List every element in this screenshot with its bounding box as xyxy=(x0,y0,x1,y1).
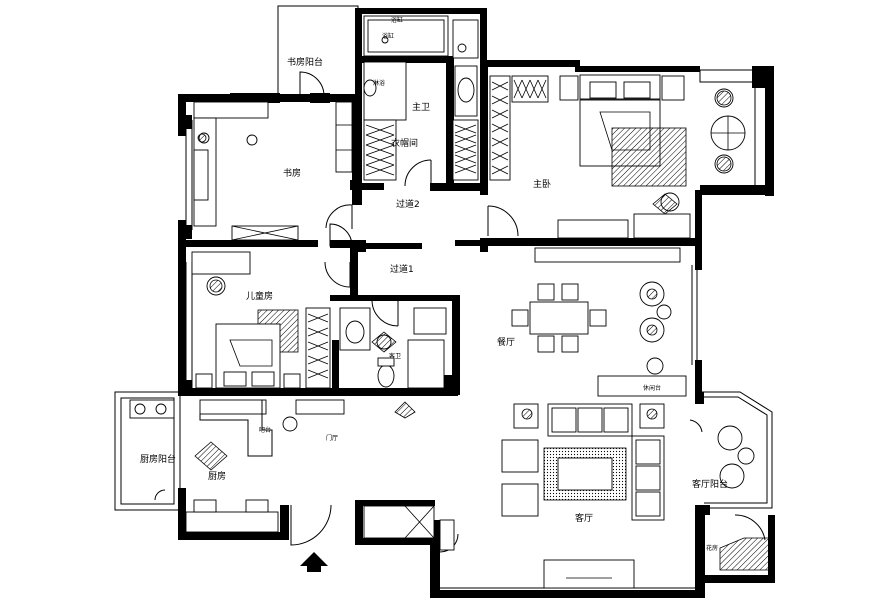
dining-furniture xyxy=(511,281,687,397)
label-living-balcony: 客厅阳台 xyxy=(692,478,728,490)
label-kids-room: 儿童房 xyxy=(246,290,273,302)
master-bedroom-furniture xyxy=(534,74,746,263)
kitchen-furniture xyxy=(129,399,455,551)
label-living: 客厅 xyxy=(575,512,593,524)
label-garden: 花房 xyxy=(706,544,718,552)
label-guest-bath: 客卫 xyxy=(389,352,401,360)
label-shower: 淋浴 xyxy=(373,79,385,87)
label-foyer: 门厅 xyxy=(326,434,338,442)
label-dining: 餐厅 xyxy=(497,336,515,348)
label-corridor1: 过道1 xyxy=(390,263,414,275)
entrance-arrow-icon xyxy=(300,552,328,572)
label-kitchen: 厨房 xyxy=(208,470,226,482)
plant-icon xyxy=(194,90,771,571)
living-furniture xyxy=(282,403,755,589)
label-study-balcony: 书房阳台 xyxy=(287,56,323,68)
guest-bath-fixtures xyxy=(339,307,447,389)
walls xyxy=(178,8,775,598)
label-bath-tub: 浴缸 xyxy=(391,16,403,24)
label-corridor2: 过道2 xyxy=(396,198,420,210)
kids-room-furniture xyxy=(191,251,301,389)
label-wardrobe: 衣帽间 xyxy=(391,137,418,149)
label-leisure-desk: 休闲台 xyxy=(643,384,661,392)
label-kitchen-balcony: 厨房阳台 xyxy=(140,453,176,465)
label-study: 书房 xyxy=(283,167,301,179)
label-master-bedroom: 主卧 xyxy=(533,178,551,190)
door-swings xyxy=(154,71,766,553)
label-bath-tub-inner: 浴缸 xyxy=(382,32,394,40)
wardrobes xyxy=(305,75,549,389)
master-bath-fixtures xyxy=(363,15,479,121)
label-master-bath: 主卫 xyxy=(412,101,430,113)
room-labels: 书房阳台 浴缸 浴缸 淋浴 主卫 衣帽间 书房 主卧 过道2 过道1 儿童房 餐… xyxy=(140,16,728,552)
study-furniture xyxy=(193,101,299,241)
label-bar: 吧台 xyxy=(259,426,271,434)
